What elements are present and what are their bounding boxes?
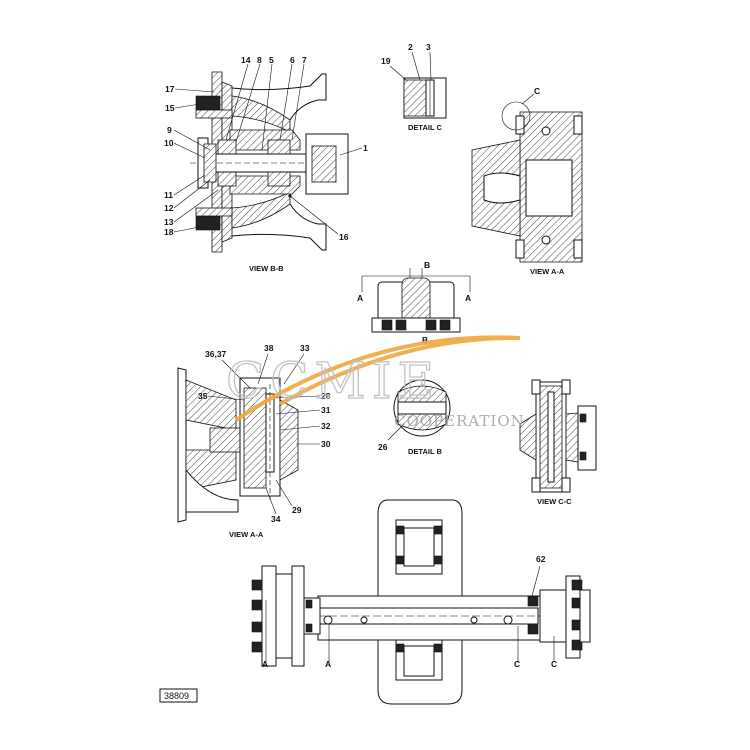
view-c-c-caption: VIEW C-C [537, 497, 572, 506]
view-a-a-mid-drawing [177, 353, 321, 523]
part-label-18: 18 [164, 227, 174, 237]
part-label-33: 33 [300, 343, 310, 353]
part-label-38: 38 [264, 343, 274, 353]
section-mark-b-top: B [424, 260, 430, 270]
section-mark-a-right: A [465, 293, 471, 303]
detail-b-caption: DETAIL B [408, 447, 442, 456]
part-label-29: 29 [292, 505, 302, 515]
watermark-swoosh [234, 335, 521, 422]
detail-c-drawing [389, 51, 447, 119]
view-a-a-top-caption: VIEW A-A [530, 267, 565, 276]
part-label-10: 10 [164, 138, 174, 148]
watermark-tagline: COOPERATION [394, 412, 525, 430]
part-label-62: 62 [536, 554, 546, 564]
section-mark-b-bottom: B [422, 335, 428, 345]
part-label-35: 35 [198, 391, 208, 401]
section-mark-bottom-a2: A [325, 659, 331, 669]
part-label-2: 2 [408, 42, 413, 52]
drawing-number: 38809 [164, 691, 189, 701]
part-label-7: 7 [302, 55, 307, 65]
part-label-32: 32 [321, 421, 331, 431]
drawing-number-box [159, 688, 198, 703]
section-mark-bottom-c1: C [514, 659, 520, 669]
view-a-a-top-drawing [471, 93, 583, 263]
part-label-14: 14 [241, 55, 251, 65]
view-b-b-drawing [173, 63, 363, 253]
view-a-a-mid-caption: VIEW A-A [229, 530, 264, 539]
part-label-17: 17 [165, 84, 175, 94]
part-label-13: 13 [164, 217, 174, 227]
part-label-36-37: 36,37 [205, 349, 227, 359]
part-label-34: 34 [271, 514, 281, 524]
part-label-1: 1 [363, 143, 368, 153]
part-label-30: 30 [321, 439, 331, 449]
part-label-16: 16 [339, 232, 349, 242]
part-label-6: 6 [290, 55, 295, 65]
part-label-28: 28 [321, 391, 331, 401]
part-label-26: 26 [378, 442, 388, 452]
part-label-15: 15 [165, 103, 175, 113]
ccmie-watermark: CCMIE COOPERATION [225, 335, 525, 430]
detail-b-drawing [387, 379, 451, 441]
part-label-3: 3 [426, 42, 431, 52]
watermark-brand: CCMIE [226, 352, 440, 410]
view-b-b-caption: VIEW B-B [249, 264, 284, 273]
section-mark-bottom-c2: C [551, 659, 557, 669]
bottom-assembly-drawing [251, 499, 591, 705]
part-label-31: 31 [321, 405, 331, 415]
detail-c-caption: DETAIL C [408, 123, 442, 132]
part-label-8: 8 [257, 55, 262, 65]
part-label-12: 12 [164, 203, 174, 213]
roller-front-view-drawing [361, 268, 471, 333]
part-label-9: 9 [167, 125, 172, 135]
part-label-5: 5 [269, 55, 274, 65]
section-mark-bottom-a1: A [262, 659, 268, 669]
part-label-11: 11 [164, 190, 173, 200]
view-c-c-drawing [519, 379, 597, 493]
section-mark-a-left: A [357, 293, 363, 303]
section-mark-c-top: C [534, 86, 540, 96]
part-label-19: 19 [381, 56, 391, 66]
